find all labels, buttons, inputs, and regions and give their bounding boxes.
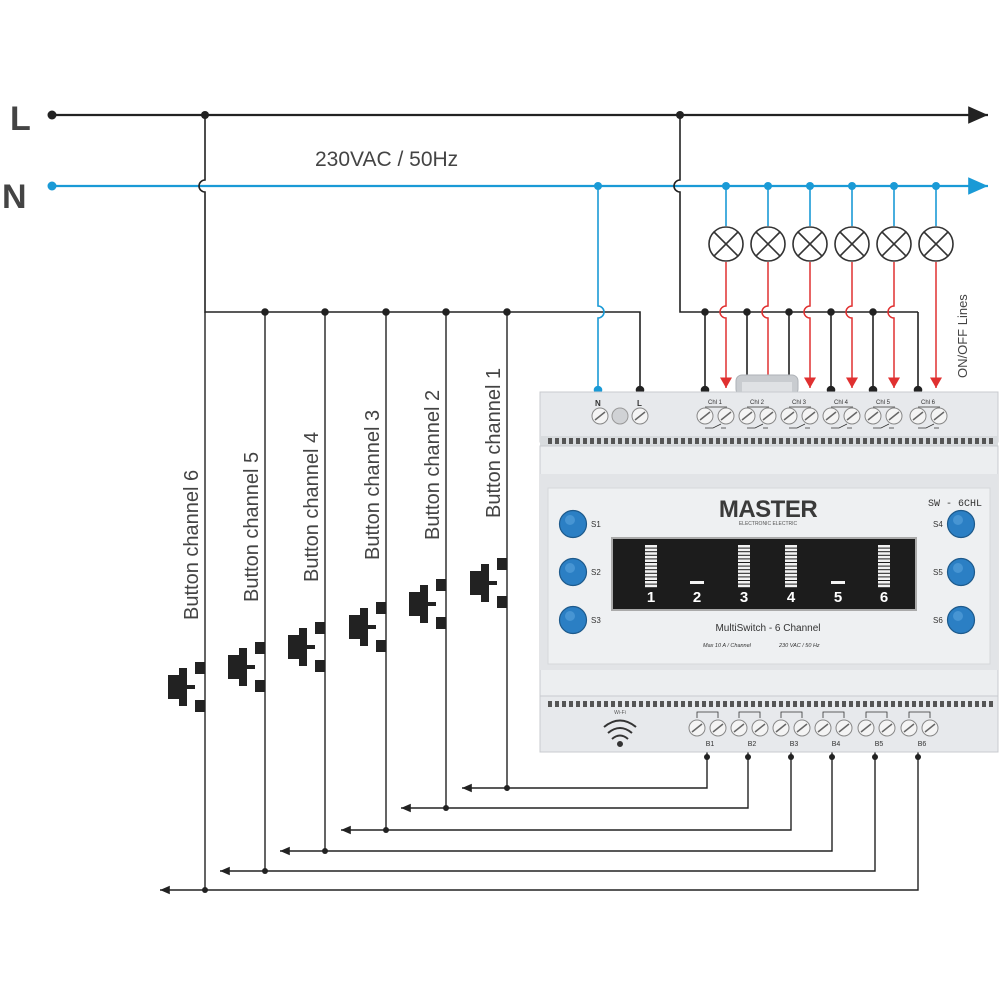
wifi-icon <box>603 719 637 747</box>
lamp-6-icon <box>918 186 954 388</box>
button-s5-label: S5 <box>933 568 943 577</box>
channel-1-terminals: Chl 1 <box>696 400 735 429</box>
button-s4-button[interactable]: S4 <box>933 509 976 539</box>
onoff-lines-label: ON/OFF Lines <box>955 294 970 378</box>
button-s2-label: S2 <box>591 568 601 577</box>
display-channel-6: 6 <box>878 545 890 606</box>
terminal-b5-label: B5 <box>875 741 884 748</box>
supply-label: 230VAC / 50Hz <box>315 148 458 171</box>
display-channel-5: 5 <box>831 581 845 606</box>
neutral-rail-label: N <box>2 178 27 216</box>
display-channel-1: 1 <box>645 545 657 606</box>
display-digit-2: 2 <box>693 589 701 606</box>
return-wire-2 <box>401 752 749 813</box>
model-label: SW - 6CHL <box>928 499 982 510</box>
lamp-4-icon <box>834 186 870 388</box>
button-wires <box>202 312 510 893</box>
terminal-b2: B2 <box>730 711 769 748</box>
button-channel-4-label: Button channel 4 <box>301 432 323 582</box>
button-s6-label: S6 <box>933 616 943 625</box>
channel-4-label: Chl 4 <box>834 400 849 406</box>
return-wire-3 <box>341 752 792 835</box>
wifi-label: Wi-Fi <box>614 710 626 716</box>
terminal-b3-label: B3 <box>790 741 799 748</box>
display-channel-2: 2 <box>690 581 704 606</box>
button-channel-5-label: Button channel 5 <box>241 452 263 602</box>
button-s5-button[interactable]: S5 <box>933 557 976 587</box>
button-s2-button[interactable]: S2 <box>558 557 602 587</box>
lamps <box>708 186 954 388</box>
button-channel-1-label: Button channel 1 <box>483 368 505 518</box>
line-rail <box>47 106 988 124</box>
rating-voltage: 230 VAC / 50 Hz <box>778 643 820 649</box>
return-wire-1 <box>462 752 708 793</box>
pushbutton-channel-4-icon <box>288 622 325 672</box>
terminal-b2-label: B2 <box>748 741 757 748</box>
channel-3-terminals: Chl 3 <box>780 400 819 429</box>
return-wire-4 <box>280 752 833 856</box>
terminal-b3: B3 <box>772 711 811 748</box>
pushbutton-channel-6-icon <box>168 662 205 712</box>
status-display <box>611 537 917 611</box>
channel-2-label: Chl 2 <box>750 400 765 406</box>
button-s3-label: S3 <box>591 616 601 625</box>
lamp-3-icon <box>792 186 828 388</box>
display-digit-3: 3 <box>740 589 748 606</box>
channel-6-label: Chl 6 <box>921 400 936 406</box>
button-s1-label: S1 <box>591 520 601 529</box>
button-channel-3-label: Button channel 3 <box>362 410 384 560</box>
pushbutton-channel-5-icon <box>228 642 265 692</box>
display-channel-3: 3 <box>738 545 750 606</box>
channel-4-terminals: Chl 4 <box>822 400 861 429</box>
terminal-b1: B1 <box>688 711 727 748</box>
terminal-n-label: N <box>595 399 601 408</box>
terminal-b4-label: B4 <box>832 741 841 748</box>
lamp-1-icon <box>708 186 744 388</box>
terminal-b5: B5 <box>857 711 896 748</box>
pushbutton-channel-1-icon <box>470 558 507 608</box>
rating-max: Max 10 A / Channel <box>703 643 752 649</box>
terminal-b1-label: B1 <box>706 741 715 748</box>
brand-subtitle: ELECTRONIC ELECTRIC <box>739 521 798 527</box>
device-name: MultiSwitch - 6 Channel <box>715 623 820 634</box>
terminal-l-label: L <box>637 399 642 408</box>
return-wire-5 <box>220 752 876 876</box>
button-s1-button[interactable]: S1 <box>558 509 602 539</box>
pushbutton-channel-3-icon <box>349 602 386 652</box>
pushbutton-channel-2-icon <box>409 579 446 629</box>
lamp-5-icon <box>876 186 912 388</box>
button-s3-button[interactable]: S3 <box>558 605 602 635</box>
button-s4-label: S4 <box>933 520 943 529</box>
return-wire-6 <box>160 752 919 895</box>
multiswitch-device: N L Chl 1 Chl 2 Chl 3 Chl 4 Chl 5 Chl 6 MASTE… <box>539 374 999 753</box>
power-terminals <box>591 407 649 425</box>
neutral-rail <box>47 177 988 195</box>
display-channel-4: 4 <box>785 545 797 606</box>
button-channel-6-label: Button channel 6 <box>181 470 203 620</box>
button-s6-button[interactable]: S6 <box>933 605 976 635</box>
button-channel-2-label: Button channel 2 <box>422 390 444 540</box>
return-wires <box>160 752 921 895</box>
channel-6-terminals: Chl 6 <box>909 400 948 429</box>
channel-5-label: Chl 5 <box>876 400 891 406</box>
channel-2-terminals: Chl 2 <box>738 400 777 429</box>
pushbuttons <box>168 558 507 712</box>
channel-3-label: Chl 3 <box>792 400 807 406</box>
terminal-b6-label: B6 <box>918 741 927 748</box>
lamp-2-icon <box>750 186 786 388</box>
display-digit-1: 1 <box>647 589 655 606</box>
channel-1-label: Chl 1 <box>708 400 723 406</box>
display-digit-4: 4 <box>787 589 796 606</box>
line-rail-label: L <box>10 100 31 138</box>
channel-5-terminals: Chl 5 <box>864 400 903 429</box>
terminal-b4: B4 <box>814 711 853 748</box>
neutral-feed-device <box>593 186 605 395</box>
brand-logo: MASTER <box>719 496 818 523</box>
terminal-b6: B6 <box>900 711 939 748</box>
display-digit-6: 6 <box>880 589 888 606</box>
display-digit-5: 5 <box>834 589 842 606</box>
